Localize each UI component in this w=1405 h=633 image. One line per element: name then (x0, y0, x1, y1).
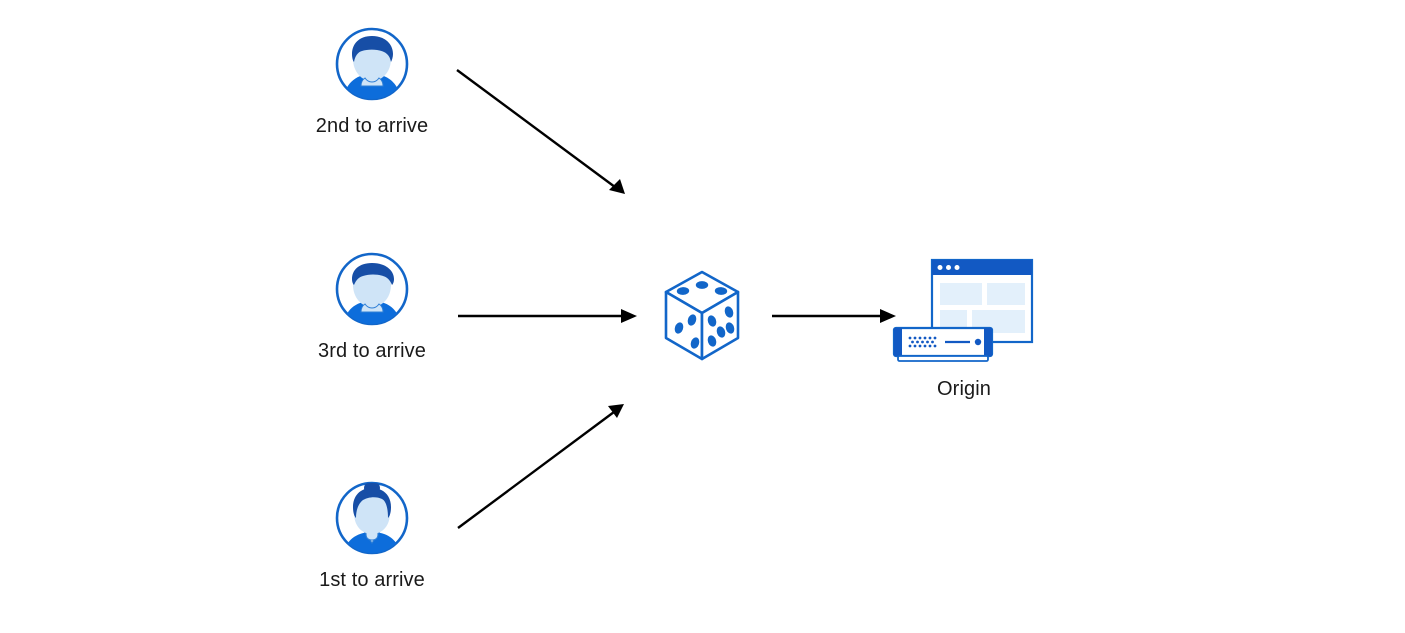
user-avatar-male-icon (335, 252, 409, 326)
arrow-1st-to-dice (457, 404, 624, 529)
dice-cube-icon (664, 270, 740, 361)
arrow-3rd-to-dice (458, 309, 637, 323)
server-device-icon (892, 326, 994, 362)
node-dice[interactable] (652, 264, 752, 368)
user-avatar-female-icon (335, 481, 409, 555)
node-label-origin: Origin (937, 378, 991, 400)
user-avatar-male-icon (335, 27, 409, 101)
dice-top-pips (676, 281, 728, 295)
dice-left-pips (674, 314, 700, 349)
dice-right-pips (707, 306, 735, 347)
arrow-dice-to-origin (772, 309, 896, 323)
node-user-3rd[interactable]: 3rd to arrive (318, 239, 426, 379)
node-label-user-3rd: 3rd to arrive (317, 340, 427, 362)
node-label-user-2nd: 2nd to arrive (315, 115, 429, 137)
server-vent-dots (908, 336, 937, 348)
arrow-2nd-to-dice (456, 69, 625, 194)
node-user-1st[interactable]: 1st to arrive (319, 468, 425, 608)
server-status-led-icon (974, 338, 982, 346)
origin-server-browser-icon (892, 258, 1034, 362)
node-origin[interactable]: Origin (884, 252, 1044, 412)
node-user-2nd[interactable]: 2nd to arrive (316, 14, 428, 154)
node-label-user-1st: 1st to arrive (319, 569, 425, 591)
